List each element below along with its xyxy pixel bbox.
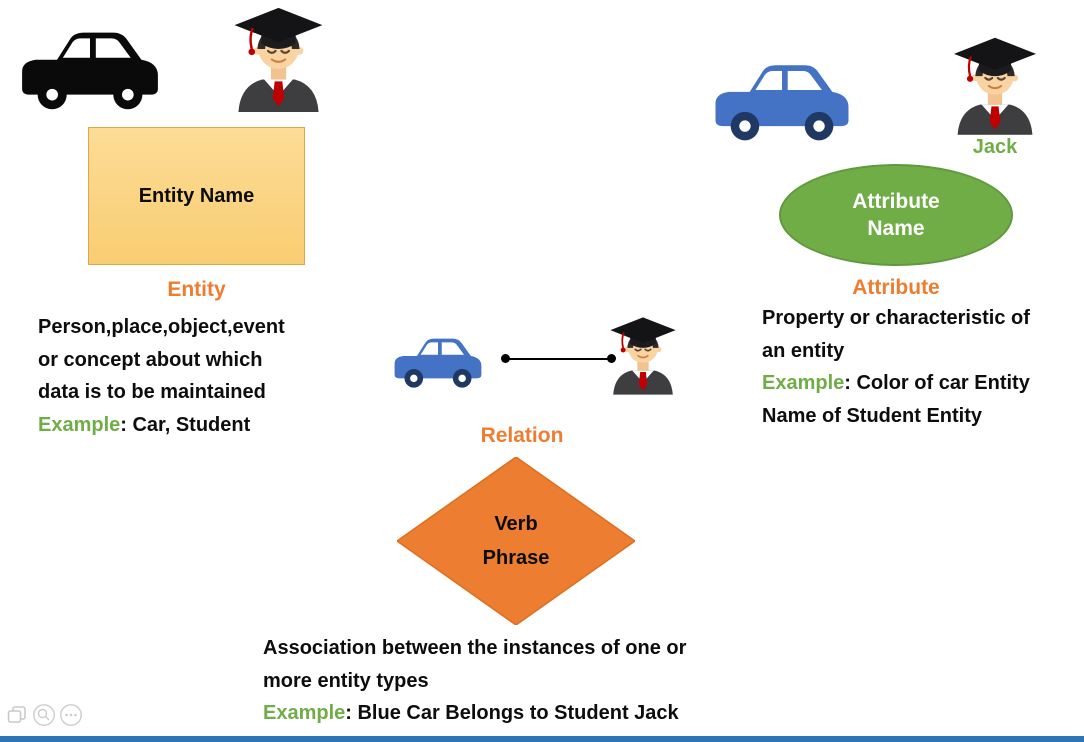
entity-desc-line: or concept about which [38,348,263,371]
attribute-shape-label-line2: Name [867,217,925,240]
relation-desc-line: more entity types [263,669,429,692]
attribute-description: Property or characteristic of an entity … [762,302,1030,432]
attribute-desc-line: Property or characteristic of [762,307,1030,329]
entity-desc-line: Person,place,object,event [38,316,285,338]
entity-title: Entity [167,278,226,301]
attribute-shape-label-line1: Attribute [852,190,940,213]
pages-icon[interactable] [5,703,29,727]
attribute-desc-line: an entity [762,339,845,362]
relation-description: Association between the instances of one… [263,632,686,730]
relation-title: Relation [480,424,564,447]
relation-shape-label-line1: Verb [494,513,538,535]
car-icon [706,52,858,147]
car-icon [12,19,168,116]
student-name-label: Jack [972,136,1018,158]
entity-shape: Entity Name [88,127,305,265]
relation-shape: Verb Phrase [395,456,637,626]
entity-example-line: Example: Car, Student [38,409,285,442]
attribute-example-text: : Color of car Entity [844,372,1030,394]
bottom-accent-bar [0,736,1084,742]
relation-desc-line: Association between the instances of one… [263,637,687,659]
attribute-example-line: Example: Color of car Entity [762,367,1030,400]
entity-description: Person,place,object,event or concept abo… [38,311,285,441]
relation-connector-dot-left [501,354,510,363]
attribute-title: Attribute [852,276,940,299]
relation-example-label: Example [263,702,346,724]
viewer-controls [5,703,83,727]
attribute-example-label: Example [762,372,845,394]
entity-shape-label: Entity Name [138,184,255,207]
graduate-student-icon [946,35,1044,135]
entity-desc-line: data is to be maintained [38,381,266,403]
relation-connector-dot-right [607,354,616,363]
attribute-shape: Attribute Name [779,164,1013,266]
graduate-student-icon [226,5,331,112]
relation-shape-label-line2: Phrase [482,547,550,569]
relation-example-text: : Blue Car Belongs to Student Jack [345,702,679,724]
relation-shape-label: Verb Phrase [397,457,635,625]
attribute-example-line2: Name of Student Entity [762,404,983,427]
graduate-student-icon [604,315,682,395]
car-icon [388,330,488,392]
zoom-icon[interactable] [32,703,56,727]
entity-example-label: Example [38,413,121,436]
more-icon[interactable] [59,703,83,727]
entity-example-text: : Car, Student [120,413,251,436]
relation-connector-line [505,358,613,360]
relation-example-line: Example: Blue Car Belongs to Student Jac… [263,697,686,730]
